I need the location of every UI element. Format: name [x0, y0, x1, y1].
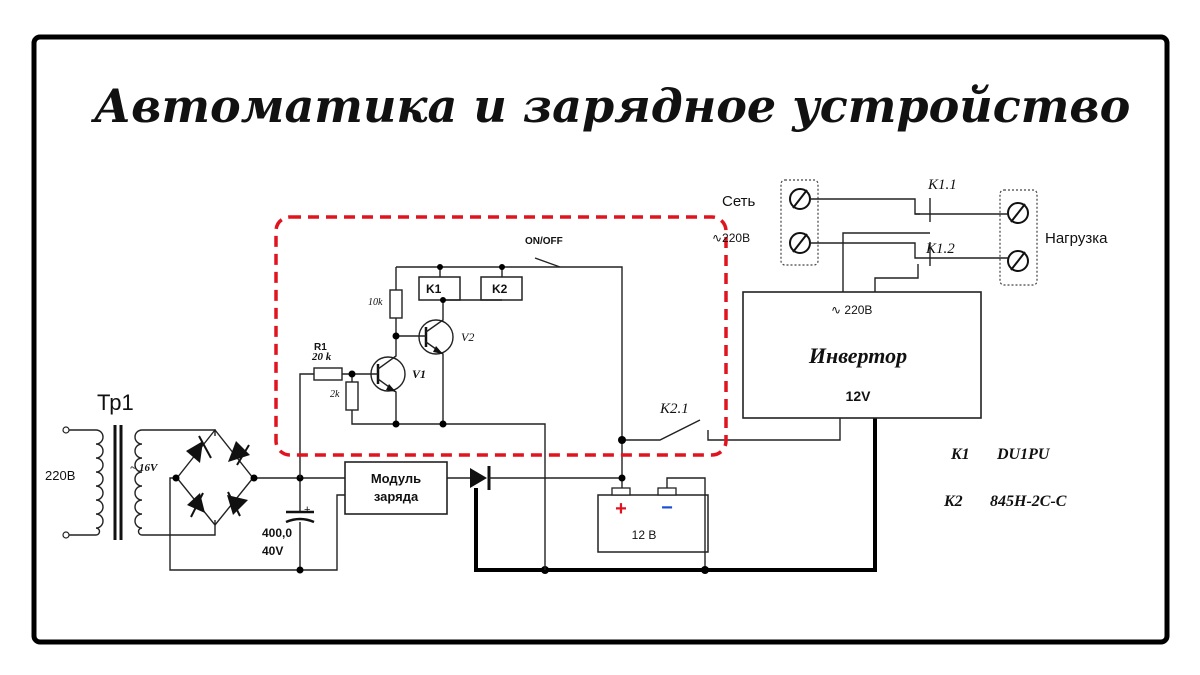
- junction-dot: [392, 420, 400, 428]
- charge-module: [344, 461, 448, 515]
- capacitor-plus-label: +: [304, 504, 310, 516]
- mains-terminal-1: [789, 188, 811, 210]
- battery-minus-sign: −: [661, 497, 673, 519]
- inverter-title: Инвертор: [808, 343, 907, 368]
- load-terminal-2: [1007, 250, 1029, 272]
- capacitor-voltage-label: 40V: [262, 544, 283, 558]
- spec-k1-value: DU1PU: [996, 446, 1051, 463]
- junction-dot: [618, 436, 626, 444]
- junction-dot: [172, 474, 180, 482]
- capacitor-value-label: 400,0: [262, 526, 292, 540]
- mains-label: Сеть: [722, 193, 756, 210]
- transformer-secondary-label: ~ 16V: [130, 462, 159, 474]
- spec-k1-name: K1: [950, 446, 970, 463]
- spec-k2-value: 845H-2C-C: [990, 493, 1067, 510]
- control-circuit: [299, 257, 841, 570]
- relay-contact-k12-label: K1.2: [925, 241, 955, 257]
- junction-dot: [348, 370, 356, 378]
- junction-dot: [440, 297, 446, 303]
- charge-module-label-1: Модуль: [371, 471, 421, 486]
- junction-dot: [499, 264, 505, 270]
- relay-contact-k21-label: K2.1: [659, 401, 689, 417]
- charge-diode: [470, 466, 491, 490]
- battery-positive-terminal: [611, 487, 631, 496]
- ground-bus: [474, 418, 877, 572]
- inverter-block: [742, 291, 982, 419]
- inverter-ac-label: ∿ 220В: [831, 303, 872, 317]
- junction-dot: [296, 566, 304, 574]
- load-terminal-1: [1007, 202, 1029, 224]
- junction-dot: [439, 420, 447, 428]
- automation-highlight-box: [274, 215, 728, 457]
- filter-capacitor: [285, 477, 345, 571]
- transistor-v1-label: V1: [412, 367, 426, 381]
- junction-dot: [437, 264, 443, 270]
- relay-contact-k11-label: K1.1: [927, 177, 957, 193]
- transformer-label: Тр1: [97, 390, 134, 415]
- battery-plus-sign: +: [615, 498, 627, 520]
- mains-ac-label: ∿220В: [712, 231, 750, 245]
- mains-terminal-2: [789, 232, 811, 254]
- resistor-10k-label: 10k: [368, 297, 383, 308]
- junction-dot: [392, 332, 400, 340]
- battery: [597, 494, 709, 553]
- load-label: Нагрузка: [1045, 230, 1108, 247]
- spec-k2-name: K2: [943, 493, 963, 510]
- battery-negative-terminal: [657, 487, 677, 496]
- relay-k1-label: K1: [426, 282, 442, 296]
- inverter-dc-label: 12V: [846, 388, 872, 404]
- diagram-frame: [31, 34, 1170, 645]
- transistor-v2-label: V2: [461, 330, 474, 344]
- junction-dot: [618, 474, 626, 482]
- mains-input-label: 220В: [45, 468, 75, 483]
- junction-dot: [701, 566, 709, 574]
- battery-voltage-label: 12 В: [632, 528, 657, 542]
- resistor-2k-label: 2k: [330, 389, 340, 400]
- onoff-switch-label: ON/OFF: [525, 236, 563, 247]
- diagram-title: Автоматика и зарядное устройство: [91, 79, 1131, 133]
- transformer-symbol: [62, 425, 216, 540]
- mains-terminal-block: [780, 179, 819, 266]
- charge-module-label-2: заряда: [374, 489, 419, 504]
- resistor-r1-label: R1: [314, 342, 327, 353]
- relay-k2-label: K2: [492, 282, 508, 296]
- resistor-r1-value: 20 k: [311, 351, 332, 363]
- relay-contacts-k1: [810, 198, 1008, 292]
- junction-dot: [250, 474, 258, 482]
